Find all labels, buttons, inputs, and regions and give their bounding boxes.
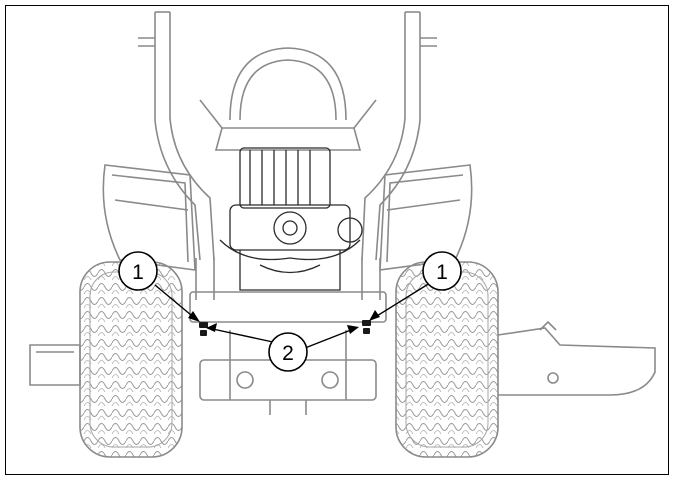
- callout-1-right-label: 1: [436, 261, 448, 284]
- left-fender: [102, 164, 196, 271]
- rear-frame: [189, 258, 387, 415]
- callout-1-right: 1: [422, 251, 462, 291]
- left-hitch-pin: [199, 322, 208, 336]
- right-deck-wing: [497, 320, 656, 396]
- leader-arrowheads: [188, 310, 380, 334]
- leader-lines: [154, 282, 431, 349]
- left-deck-wing: [29, 344, 81, 386]
- callout-2: 2: [268, 332, 308, 372]
- left-tire: [79, 261, 183, 458]
- callout-2-label: 2: [282, 342, 294, 365]
- callout-1-left: 1: [118, 251, 158, 291]
- seat: [199, 47, 377, 151]
- rops-roll-bar: [138, 11, 437, 261]
- right-tire: [395, 261, 499, 458]
- right-fender: [379, 164, 473, 271]
- callout-1-left-label: 1: [132, 261, 144, 284]
- right-hitch-pin: [362, 320, 371, 334]
- engine: [219, 147, 363, 291]
